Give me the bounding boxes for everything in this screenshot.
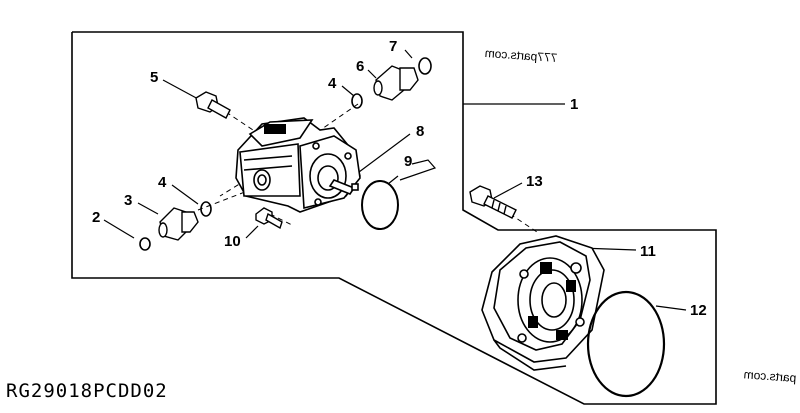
watermark-main: 777parts.com xyxy=(484,46,558,65)
fitting-6 xyxy=(373,65,419,101)
callouts: 1 2 3 4 4 5 6 7 8 9 10 11 12 13 xyxy=(92,38,707,319)
callout-11: 11 xyxy=(640,243,656,260)
watermark-corner: parts.com xyxy=(743,367,797,385)
callout-9: 9 xyxy=(404,153,412,170)
o-ring-7 xyxy=(418,57,432,75)
o-ring-4-lower xyxy=(200,201,212,217)
callout-4-lower: 4 xyxy=(158,174,167,191)
callout-1: 1 xyxy=(570,96,578,113)
o-ring-9 xyxy=(361,180,399,230)
callout-5: 5 xyxy=(150,69,158,86)
callout-3: 3 xyxy=(124,192,132,209)
callout-10: 10 xyxy=(224,233,241,250)
o-ring-4-upper xyxy=(351,93,363,109)
callout-7: 7 xyxy=(389,38,397,55)
assembly-outline xyxy=(71,31,717,405)
callout-8: 8 xyxy=(416,123,424,140)
bolt-10 xyxy=(255,207,283,230)
leader-lines xyxy=(103,49,687,311)
pump-body xyxy=(235,117,361,213)
callout-6: 6 xyxy=(356,58,364,75)
callout-2: 2 xyxy=(92,209,100,226)
fitting-3 xyxy=(158,207,199,241)
callout-4-upper: 4 xyxy=(328,75,337,92)
figure-code: RG29018PCDD02 xyxy=(6,380,168,402)
bolt-5 xyxy=(195,91,231,119)
callout-12: 12 xyxy=(690,302,707,319)
bolt-13 xyxy=(469,185,517,219)
o-ring-12 xyxy=(586,290,666,398)
flange-housing-11 xyxy=(481,235,605,371)
callout-13: 13 xyxy=(526,173,543,190)
o-ring-2 xyxy=(139,237,151,251)
